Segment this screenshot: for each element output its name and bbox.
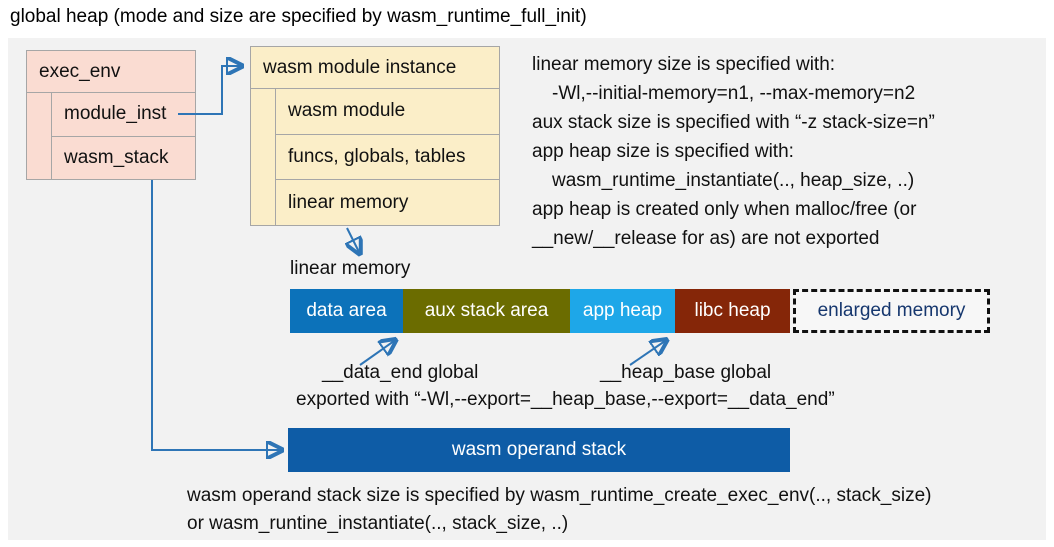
footer-line: or wasm_runtine_instantiate(.., stack_si… (187, 513, 569, 534)
footer-line: wasm operand stack size is specified by … (187, 485, 932, 506)
annotation-data-end-global: __data_end global (322, 362, 479, 383)
segment-data-area: data area (290, 289, 403, 333)
info-line: wasm_runtime_instantiate(.., heap_size, … (552, 170, 915, 191)
annotation-heap-base-global: __heap_base global (600, 362, 772, 383)
module-instance-row-funcs-globals-tables: funcs, globals, tables (275, 133, 500, 181)
info-line: linear memory size is specified with: (532, 54, 836, 75)
segment-app-heap: app heap (570, 289, 675, 333)
info-line: app heap is created only when malloc/fre… (532, 199, 917, 220)
module-instance-row-linear-memory: linear memory (275, 179, 500, 227)
info-line: __new/__release for as) are not exported (532, 228, 880, 249)
wasm-operand-stack-bar: wasm operand stack (288, 428, 790, 472)
segment-aux-stack-area: aux stack area (403, 289, 570, 333)
info-line: app heap size is specified with: (532, 141, 794, 162)
module-instance-box: wasm module instance wasm module funcs, … (250, 46, 500, 227)
info-line: aux stack size is specified with “-z sta… (532, 112, 935, 133)
exec-env-header: exec_env (27, 51, 195, 93)
module-instance-rows: wasm module funcs, globals, tables linea… (275, 88, 500, 227)
footer-note: wasm operand stack size is specified by … (187, 482, 932, 538)
segment-libc-heap: libc heap (675, 289, 790, 333)
linear-memory-label: linear memory (290, 258, 411, 279)
exec-env-row-wasm-stack: wasm_stack (51, 135, 196, 180)
module-instance-header: wasm module instance (251, 47, 499, 89)
exec-env-rows: module_inst wasm_stack (51, 92, 196, 180)
segment-enlarged-memory: enlarged memory (793, 289, 990, 333)
module-instance-row-wasm-module: wasm module (275, 88, 500, 135)
info-line: -Wl,--initial-memory=n1, --max-memory=n2 (552, 83, 916, 104)
exec-env-row-module-inst: module_inst (51, 92, 196, 137)
page-title: global heap (mode and size are specified… (10, 6, 587, 27)
exec-env-box: exec_env module_inst wasm_stack (26, 50, 196, 180)
annotation-exported-flags: exported with “-Wl,--export=__heap_base,… (296, 389, 835, 410)
info-text-block: linear memory size is specified with: -W… (532, 50, 1044, 253)
